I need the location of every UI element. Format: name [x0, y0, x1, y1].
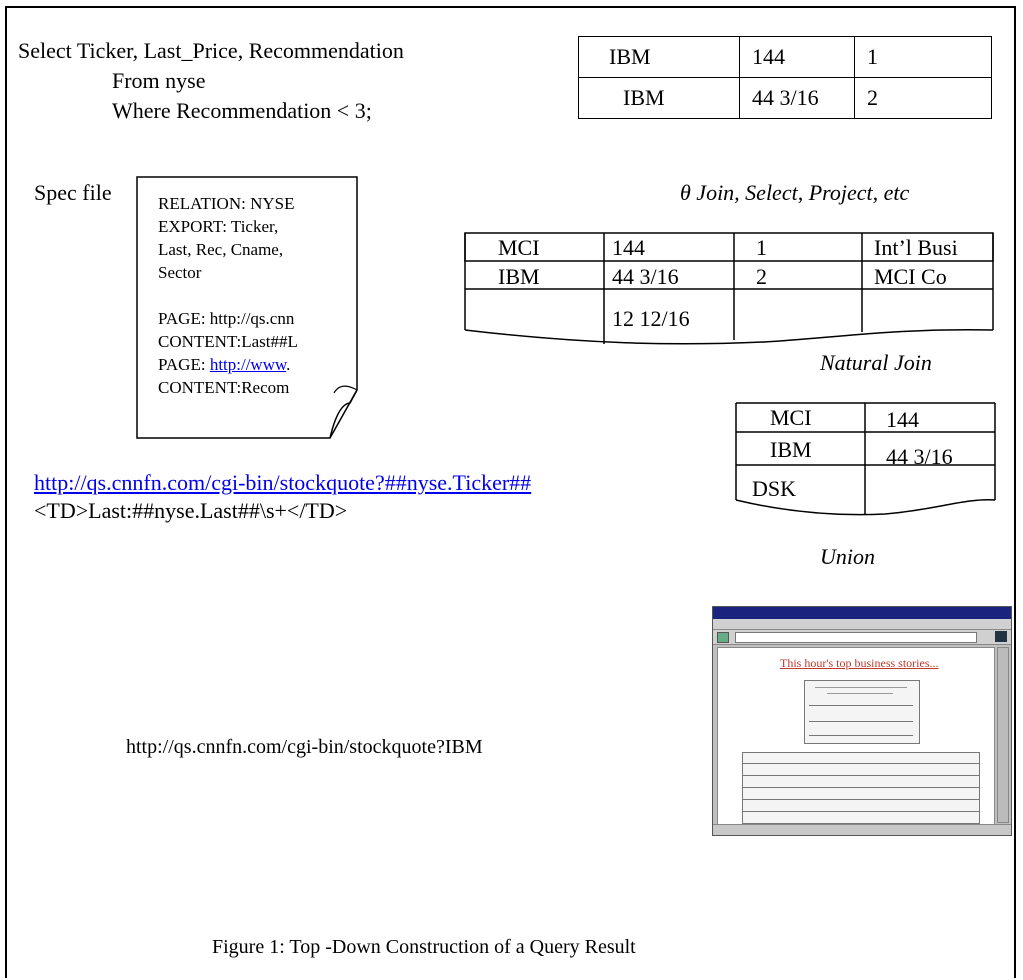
sql-line-from: From nyse	[112, 68, 206, 93]
spec-line: Last, Rec, Cname,	[158, 240, 284, 259]
thumb-headline: This hour's top business stories...	[780, 656, 939, 670]
table-cell: 1	[854, 36, 992, 78]
thumb-menubar	[713, 619, 1011, 630]
nj-cell: MCI	[498, 235, 540, 260]
table-cell: IBM	[578, 77, 740, 119]
thumb-toolbar	[713, 630, 1011, 645]
nj-cell: 44 3/16	[612, 264, 679, 289]
natural-join-caption: Natural Join	[820, 350, 932, 375]
spec-line: Sector	[158, 263, 202, 282]
thumb-titlebar	[713, 607, 1011, 619]
nj-cell: MCI Co	[874, 264, 947, 289]
spec-file-text: RELATION: NYSE EXPORT: Ticker, Last, Rec…	[158, 192, 298, 399]
spec-line: RELATION: NYSE	[158, 194, 295, 213]
union-cell: 44 3/16	[886, 444, 953, 469]
spec-line: EXPORT: Ticker,	[158, 217, 279, 236]
thumb-page: This hour's top business stories...	[717, 647, 995, 825]
theta-join-caption: θ Join, Select, Project, etc	[680, 180, 910, 205]
sql-line-select: Select Ticker, Last_Price, Recommendatio…	[18, 38, 404, 63]
union-cell: MCI	[770, 405, 812, 430]
spec-line	[158, 284, 298, 307]
spec-line: CONTENT:Last##L	[158, 332, 298, 351]
table-cell: 44 3/16	[739, 77, 855, 119]
figure-frame	[5, 6, 1016, 978]
spec-file-label: Spec file	[34, 180, 112, 205]
spec-page-suffix: .	[286, 355, 291, 374]
union-table-frame	[735, 402, 996, 516]
table-cell: 2	[854, 77, 992, 119]
thumb-data-table	[742, 752, 980, 824]
browser-screenshot-thumbnail: This hour's top business stories...	[712, 606, 1012, 836]
figure-caption: Figure 1: Top -Down Construction of a Qu…	[212, 936, 636, 958]
thumb-address-bar	[735, 632, 977, 643]
thumb-browser-icon	[717, 632, 729, 643]
table-row: IBM 44 3/16 2	[578, 77, 992, 119]
nj-cell: 144	[612, 235, 645, 260]
template-url-link[interactable]: http://qs.cnnfn.com/cgi-bin/stockquote?#…	[34, 470, 532, 495]
spec-page-prefix: PAGE:	[158, 355, 210, 374]
thumb-quote-box	[804, 680, 920, 744]
table-cell: 144	[739, 36, 855, 78]
nj-cell: 2	[756, 264, 767, 289]
extraction-pattern: <TD>Last:##nyse.Last##\s+</TD>	[34, 498, 348, 523]
natural-join-table-frame	[464, 232, 994, 345]
spec-file-document-icon	[136, 176, 358, 439]
thumb-logo-icon	[995, 631, 1007, 642]
nj-cell: Int’l Busi	[874, 235, 958, 260]
result-table: IBM 144 1 IBM 44 3/16 2	[578, 36, 992, 119]
nj-cell: 1	[756, 235, 767, 260]
spec-page-link[interactable]: http://www	[209, 355, 287, 374]
spec-line: PAGE: http://qs.cnn	[158, 309, 295, 328]
instance-url: http://qs.cnnfn.com/cgi-bin/stockquote?I…	[126, 736, 483, 758]
sql-line-where: Where Recommendation < 3;	[112, 98, 372, 123]
thumb-statusbar	[713, 824, 1011, 835]
table-row: IBM 144 1	[578, 36, 992, 78]
union-cell: 144	[886, 407, 919, 432]
union-cell: DSK	[752, 476, 797, 501]
spec-line: CONTENT:Recom	[158, 378, 290, 397]
nj-cell: 12 12/16	[612, 306, 690, 331]
table-cell: IBM	[578, 36, 740, 78]
nj-cell: IBM	[498, 264, 540, 289]
union-cell: IBM	[770, 437, 812, 462]
spec-line: PAGE: http://www.	[158, 353, 298, 376]
thumb-scrollbar	[997, 647, 1009, 823]
union-caption: Union	[820, 544, 875, 569]
